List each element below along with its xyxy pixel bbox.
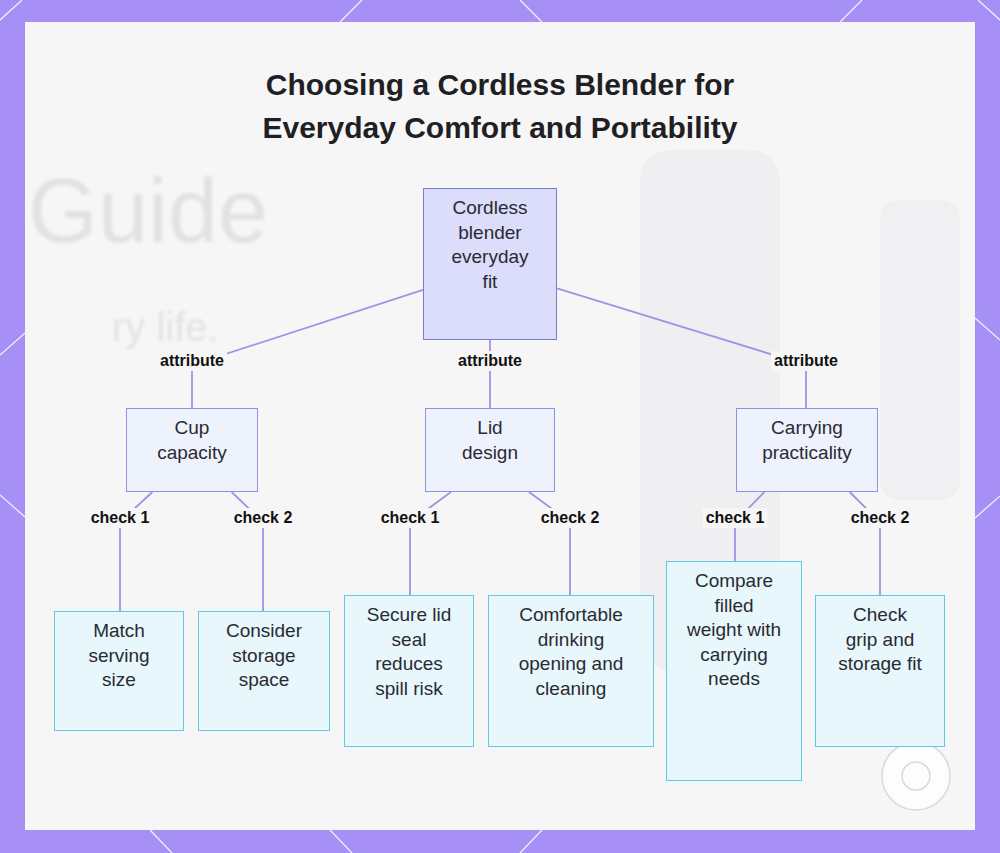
edge-label: check 2 (848, 508, 913, 528)
node-text: Match serving size (69, 619, 169, 693)
node-text: Cup capacity (142, 416, 242, 465)
panel (25, 22, 975, 830)
connector-line (557, 288, 806, 408)
blurred-backdrop (880, 200, 960, 500)
edge-label: check 2 (538, 508, 603, 528)
watermark-text: Guide (28, 160, 268, 263)
node-text: Lid design (450, 416, 530, 465)
connector-line (192, 290, 423, 408)
attribute-box: Cup capacity (126, 408, 258, 492)
check-box: Match serving size (54, 611, 184, 731)
check-box: Comfortable drinking opening and cleanin… (488, 595, 654, 747)
node-text: Consider storage space (213, 619, 315, 693)
check-box: Secure lid seal reduces spill risk (344, 595, 474, 747)
node-text: Cordless blender everyday fit (443, 196, 537, 294)
diagram-title: Choosing a Cordless Blender for Everyday… (220, 63, 780, 149)
edge-label: attribute (157, 351, 227, 371)
node-text: Comfortable drinking opening and cleanin… (503, 603, 639, 701)
edge-label: attribute (771, 351, 841, 371)
check-box: Check grip and storage fit (815, 595, 945, 747)
check-box: Compare filled weight with carrying need… (666, 561, 802, 781)
logo-mark (902, 762, 930, 790)
edge-label: check 1 (378, 508, 443, 528)
attribute-box: Lid design (425, 408, 555, 492)
edge-label: check 2 (231, 508, 296, 528)
logo-mark (882, 742, 950, 810)
edge-label: check 1 (88, 508, 153, 528)
edge-label: attribute (455, 351, 525, 371)
node-text: Secure lid seal reduces spill risk (359, 603, 459, 701)
node-text: Compare filled weight with carrying need… (686, 569, 782, 692)
attribute-box: Carrying practicality (736, 408, 878, 492)
edge-label: check 1 (703, 508, 768, 528)
root-box: Cordless blender everyday fit (423, 188, 557, 340)
watermark-text: ry life. (112, 305, 219, 350)
check-box: Consider storage space (198, 611, 330, 731)
node-text: Check grip and storage fit (835, 603, 925, 677)
node-text: Carrying practicality (747, 416, 867, 465)
